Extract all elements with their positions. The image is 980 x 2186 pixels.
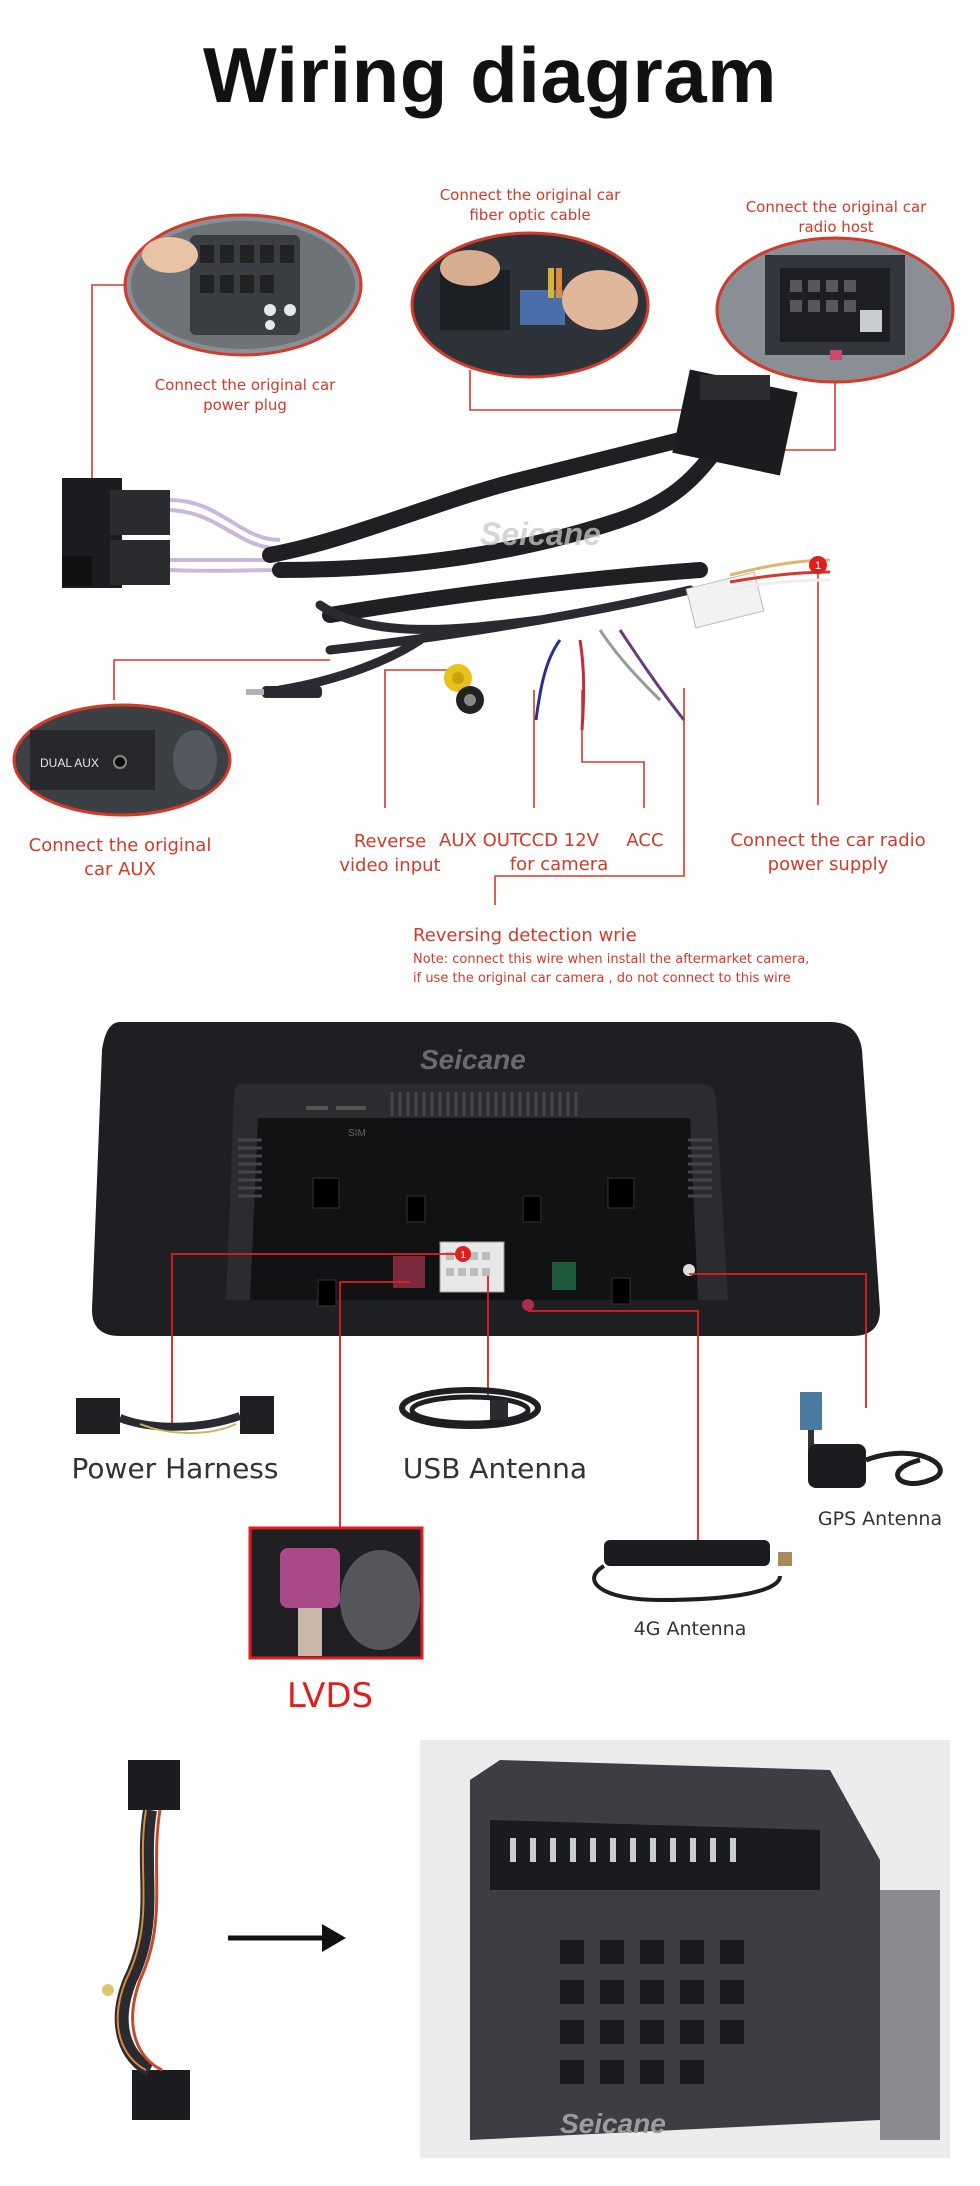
head-unit-diagram: SIM Seicane 1 [76,1022,943,1660]
gps-antenna-label: GPS Antenna [817,1508,943,1530]
mounting-clips [312,1177,635,1307]
sim-label: SIM [348,1128,366,1139]
gps-antenna-image [800,1392,943,1488]
fiber-optic-label: Connect the original car fiber optic cab… [439,186,621,224]
radio-power-label: Connect the car radio power supply [730,830,926,875]
harness-diagram: 1 Seicane DUAL AUX [12,213,955,905]
4g-line [528,1310,699,1558]
reversing-note: Note: connect this wire when install the… [413,952,810,986]
power-plug-callout-line [91,284,130,520]
radio-host-label: Connect the original car radio host [745,198,927,236]
watermark: Seicane [420,1044,526,1075]
fiber-callout-line [469,370,700,411]
power-supply-marker: 1 [809,556,827,574]
power-plug-photo [123,213,363,357]
lvds-line [339,1281,410,1528]
gps-port [552,1262,576,1290]
lvds-label: LVDS [286,1676,374,1716]
watermark: Seicane [560,2108,666,2139]
power-harness-label: Power Harness [71,1452,279,1485]
reverse-callout-line [384,669,450,808]
gps-line [689,1273,867,1408]
unit-callout-lines [171,1253,867,1558]
harness-graphic [62,369,831,731]
reversing-callout-line [494,688,685,905]
car-aux-label: Connect the original car AUX [28,835,212,880]
watermark: Seicane [480,516,601,552]
4g-antenna-image [592,1540,792,1603]
power-plug-label: Connect the original car power plug [154,376,336,414]
4g-antenna-label: 4G Antenna [633,1618,747,1640]
reversing-title: Reversing detection wrie [413,925,637,946]
marker-text: 1 [460,1250,466,1261]
power-harness-line [171,1253,455,1428]
acc-label: ACC [626,830,664,851]
main-connector-port [439,1241,505,1293]
marker-text: 1 [815,560,821,572]
reverse-video-label: Reverse video input [339,831,441,876]
adapter-harness-image [102,1760,190,2120]
connector-photo: Seicane [420,1740,950,2158]
sim-slot [306,1106,328,1110]
radio-host-callout-line [770,382,836,451]
indicator-dot [683,1264,695,1276]
ccd-label: CCD 12V for camera [509,830,609,875]
antenna-4g-port [522,1299,534,1311]
vent-left [238,1138,262,1198]
usb-antenna-label: USB Antenna [402,1452,588,1485]
radio-host-photo [715,236,955,384]
car-aux-photo: DUAL AUX [12,703,232,817]
lvds-photo [248,1526,424,1660]
aux-callout-line [113,659,330,700]
power-harness-image [76,1396,274,1434]
usb-antenna-image [399,1387,541,1429]
fiber-optic-photo [410,231,650,379]
connector-marker: 1 [455,1246,471,1262]
aux-port-label: DUAL AUX [40,756,99,770]
lvds-port [393,1256,425,1288]
vent-right [688,1138,712,1198]
acc-callout-line [581,690,645,808]
adapter-section: Seicane [102,1740,950,2158]
vent-top [390,1092,578,1116]
page-title: Wiring diagram [202,31,778,119]
aux-out-label: AUX OUT [439,830,521,851]
arrow-icon [228,1924,346,1952]
